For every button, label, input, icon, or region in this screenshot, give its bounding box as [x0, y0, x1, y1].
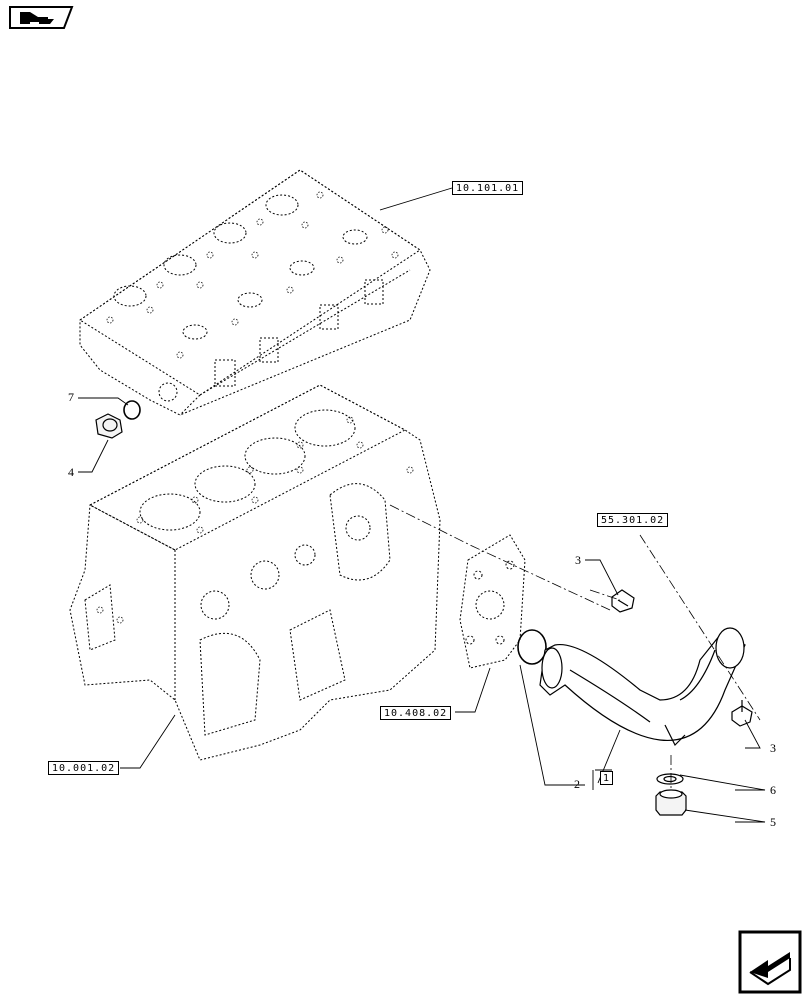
plug-part-4: [95, 413, 123, 439]
callout-3-upper: 3: [575, 553, 581, 567]
water-pump-housing: [459, 534, 526, 669]
callout-1-box: 1: [600, 771, 614, 785]
gasket-part-2: [517, 629, 547, 665]
cylinder-head-holes: [106, 191, 399, 359]
next-page-arrow-icon[interactable]: [738, 930, 802, 994]
callout-7: 7: [68, 390, 74, 404]
centerlines: [389, 504, 761, 790]
washer-part-6: [656, 773, 684, 785]
ref-cylinder-head[interactable]: 10.101.01: [452, 181, 524, 195]
engine-block-holes: [96, 416, 414, 624]
callout-2: 2: [574, 777, 580, 791]
ref-water-pump[interactable]: 10.408.02: [380, 706, 452, 720]
page-badge-icon: [9, 6, 74, 29]
callout-3-lower: 3: [770, 741, 776, 755]
cylinder-head: [79, 169, 431, 416]
coolant-pipe-part-1: [539, 627, 746, 747]
ref-engine-block[interactable]: 10.001.02: [48, 761, 120, 775]
o-ring-part-7: [123, 400, 141, 420]
bolt-part-3-lower: [731, 700, 753, 727]
callout-4: 4: [68, 465, 74, 479]
ref-radiator[interactable]: 55.301.02: [597, 513, 669, 527]
nut-part-5: [655, 789, 687, 816]
bolt-part-3-upper: [611, 589, 635, 613]
callout-6: 6: [770, 783, 776, 797]
callout-5: 5: [770, 815, 776, 829]
leader-lines: [78, 187, 766, 823]
engine-block: [69, 384, 441, 761]
